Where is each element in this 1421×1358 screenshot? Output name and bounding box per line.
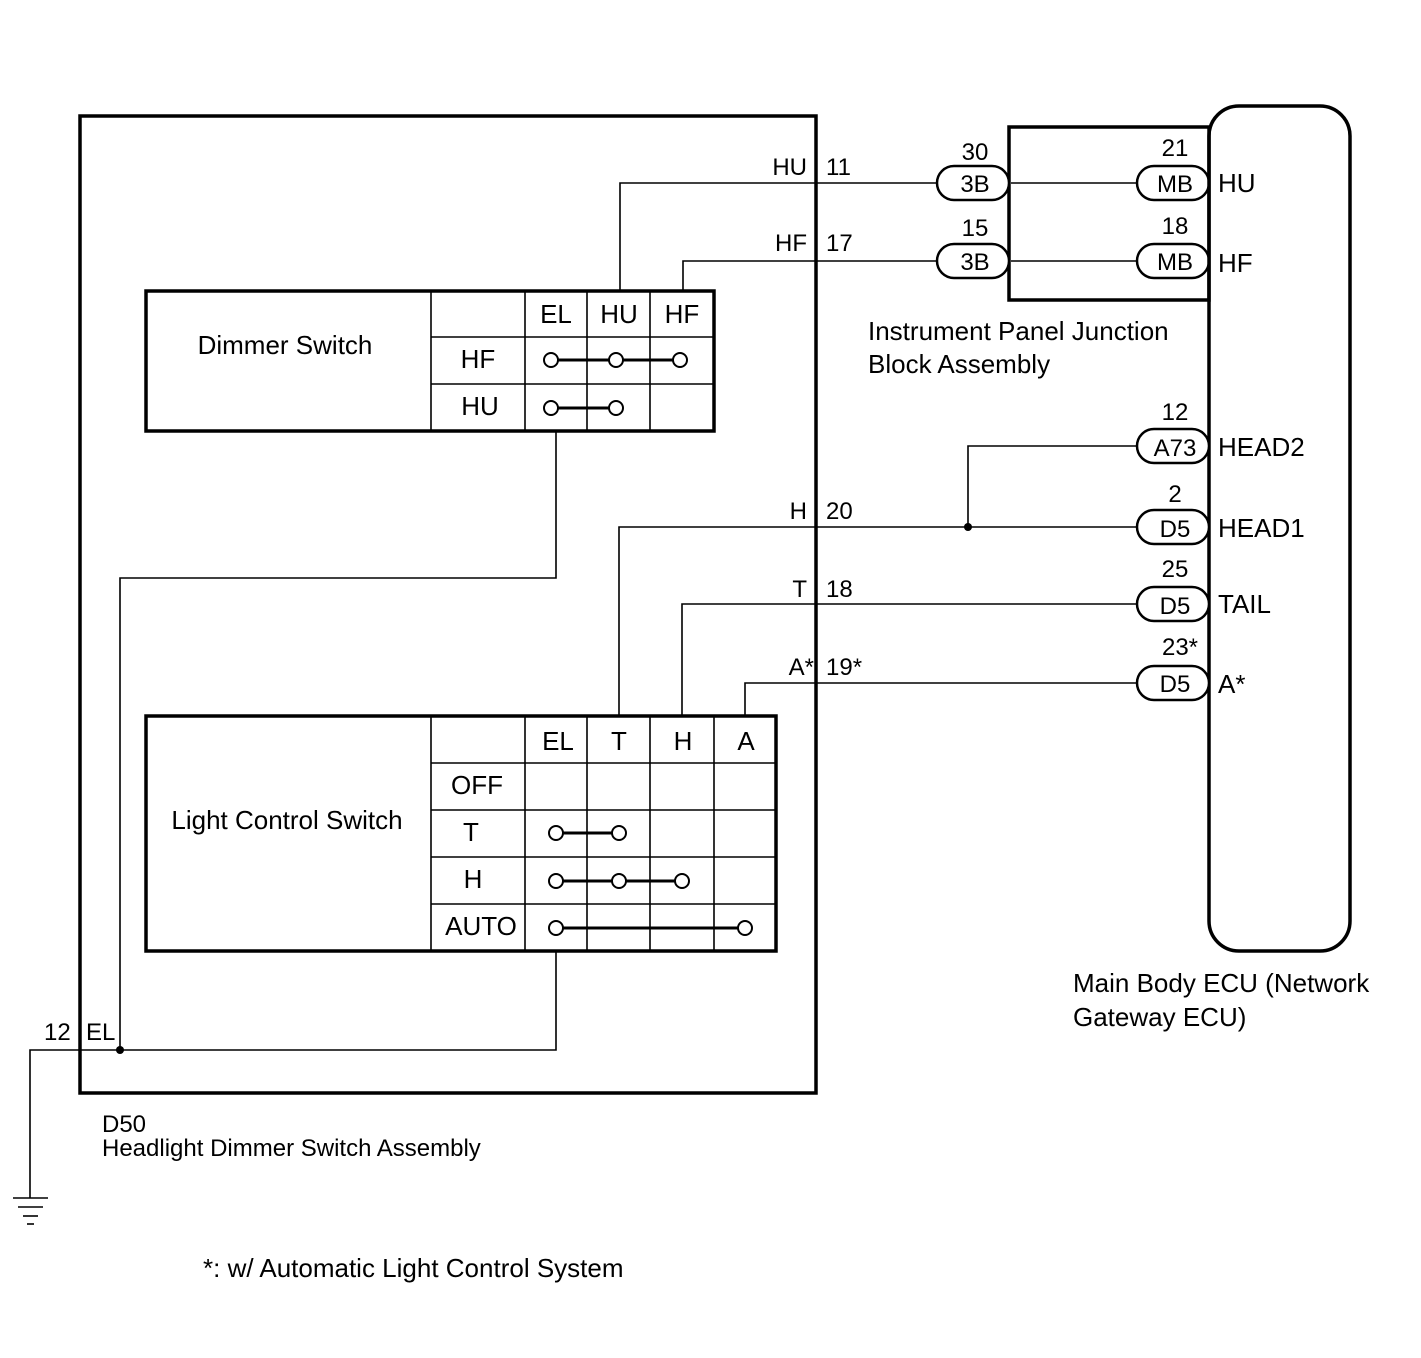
ecu-connector-head2: A73 12 <box>1135 399 1211 465</box>
ecu-connector-tail: D5 25 <box>1135 556 1211 623</box>
wire-hf <box>682 260 937 291</box>
dimmer-col-hf: HF <box>665 299 700 329</box>
d50-t-pin: 18 <box>826 576 853 603</box>
ecu-connector-head1: D5 2 <box>1135 481 1211 546</box>
junction-dot-el <box>116 1046 124 1054</box>
jb-connector-out-hu: MB 21 <box>1135 135 1211 202</box>
svg-text:MB: MB <box>1157 171 1193 198</box>
ecu-name-1: Main Body ECU (Network <box>1073 968 1370 998</box>
jb-connector-in-hf: 3B 15 <box>935 215 1011 280</box>
junction-block-name-1: Instrument Panel Junction <box>868 316 1169 346</box>
d50-hf-pin: 17 <box>826 230 853 257</box>
dimmer-switch-table: Dimmer Switch EL HU HF HF HU <box>144 289 716 433</box>
d50-a-pin: 19* <box>826 654 862 681</box>
jb-connector-out-hf: MB 18 <box>1135 213 1211 280</box>
ecu-terminal-head1: HEAD1 <box>1218 513 1305 543</box>
wire-lcs-el <box>29 951 557 1198</box>
junction-block-name-2: Block Assembly <box>868 349 1050 379</box>
ecu-terminal-tail: TAIL <box>1218 589 1271 619</box>
lcs-row-t: T <box>463 817 479 847</box>
svg-text:D5: D5 <box>1160 671 1191 698</box>
wire-head2 <box>967 445 1137 527</box>
dimmer-row-hf: HF <box>461 344 496 374</box>
d50-hu-name: HU <box>772 154 807 181</box>
ecu-name-2: Gateway ECU) <box>1073 1002 1246 1032</box>
d50-a-name: A* <box>789 654 814 681</box>
wire-a <box>744 682 1137 716</box>
lcs-row-auto: AUTO <box>445 911 517 941</box>
svg-text:21: 21 <box>1162 135 1189 162</box>
footnote: *: w/ Automatic Light Control System <box>203 1253 624 1283</box>
d50-el-pin: 12 <box>44 1019 71 1046</box>
svg-text:23*: 23* <box>1162 634 1198 661</box>
ground-icon <box>13 1197 48 1225</box>
d50-hf-name: HF <box>775 230 807 257</box>
ecu-terminal-hu: HU <box>1218 168 1256 198</box>
ecu-terminal-a: A* <box>1218 669 1245 699</box>
assembly-code: D50 <box>102 1111 146 1138</box>
wire-hu <box>619 182 937 291</box>
svg-text:3B: 3B <box>960 171 989 198</box>
lcs-row-h: H <box>464 864 483 894</box>
dimmer-row-hu: HU <box>461 391 499 421</box>
lcs-row-off: OFF <box>451 770 503 800</box>
lcs-col-h: H <box>674 726 693 756</box>
d50-el-name: EL <box>86 1019 115 1046</box>
wire-dimmer-el <box>119 431 557 1050</box>
lcs-col-t: T <box>611 726 627 756</box>
d50-hu-pin: 11 <box>826 154 851 181</box>
svg-text:18: 18 <box>1162 213 1189 240</box>
wire-t <box>681 603 1137 716</box>
dimmer-col-hu: HU <box>600 299 638 329</box>
wire-h <box>618 526 1137 716</box>
ecu-terminal-hf: HF <box>1218 248 1253 278</box>
d50-h-pin: 20 <box>826 498 853 525</box>
ecu-terminal-head2: HEAD2 <box>1218 432 1305 462</box>
svg-text:A73: A73 <box>1154 435 1197 462</box>
ecu-connector-a: D5 23* <box>1135 634 1211 702</box>
svg-text:MB: MB <box>1157 249 1193 276</box>
svg-text:D5: D5 <box>1160 593 1191 620</box>
svg-text:D5: D5 <box>1160 516 1191 543</box>
lcs-col-a: A <box>737 726 755 756</box>
dimmer-switch-title: Dimmer Switch <box>198 330 373 360</box>
assembly-name: Headlight Dimmer Switch Assembly <box>102 1135 481 1162</box>
lcs-col-el: EL <box>542 726 574 756</box>
lcs-h-continuity <box>548 873 690 889</box>
svg-text:15: 15 <box>962 215 989 242</box>
lcs-t-continuity <box>548 825 627 841</box>
dimmer-hf-continuity <box>543 352 688 368</box>
d50-t-name: T <box>792 576 807 603</box>
svg-text:25: 25 <box>1162 556 1189 583</box>
dimmer-hu-continuity <box>543 400 624 416</box>
light-control-switch-table: Light Control Switch EL T H A OFF T H AU… <box>144 714 778 953</box>
d50-h-name: H <box>790 498 807 525</box>
jb-connector-in-hu: 3B 30 <box>935 139 1011 202</box>
light-control-switch-title: Light Control Switch <box>171 805 402 835</box>
svg-text:12: 12 <box>1162 399 1189 426</box>
svg-text:2: 2 <box>1168 481 1181 508</box>
svg-text:3B: 3B <box>960 249 989 276</box>
lcs-auto-continuity <box>548 920 753 936</box>
junction-dot-head <box>964 523 972 531</box>
dimmer-col-el: EL <box>540 299 572 329</box>
svg-text:30: 30 <box>962 139 989 166</box>
